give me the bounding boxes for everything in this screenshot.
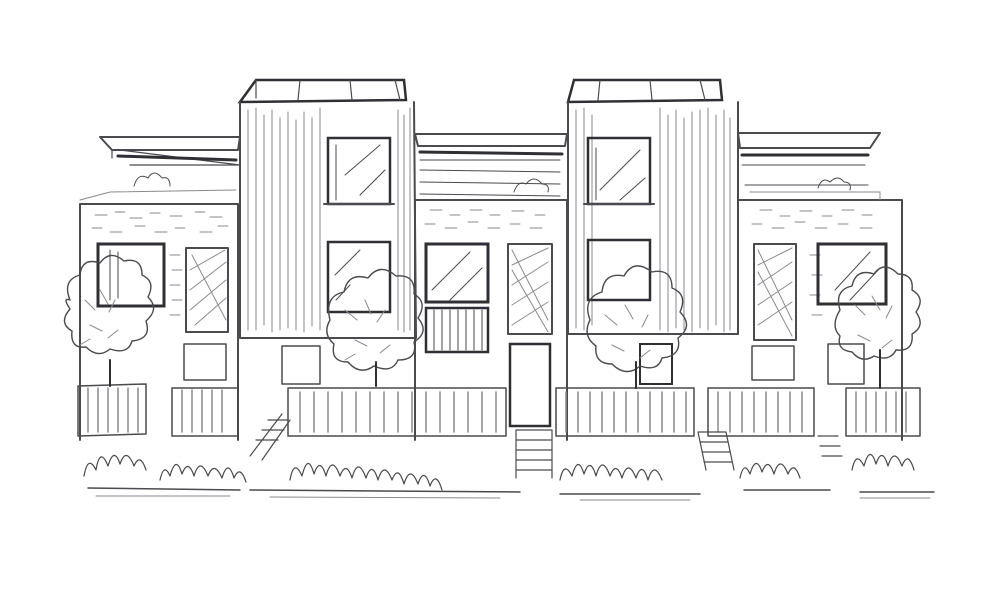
right-wing [737, 191, 903, 441]
tree-left [63, 254, 155, 387]
roof-canopy-left [99, 136, 241, 166]
roof-canopy-right [737, 132, 881, 186]
middle-wing [414, 199, 568, 441]
window-left-wing [96, 242, 229, 333]
front-fences [77, 383, 921, 437]
window-right-wing [753, 242, 888, 341]
ground-line [87, 487, 935, 501]
tower-right [566, 78, 739, 335]
tree-middle [326, 268, 424, 387]
tower-left [237, 78, 417, 339]
tree-right [834, 266, 921, 389]
front-shrubs [83, 453, 915, 491]
window-middle-wing [424, 242, 553, 335]
brick-texture [91, 209, 873, 316]
roof-canopy-middle [414, 133, 568, 197]
rooftop-shrubs [133, 172, 851, 193]
entry-doors [183, 306, 865, 428]
left-wing [79, 189, 239, 441]
entry-stairs [249, 413, 843, 479]
tree-center-right [586, 265, 688, 389]
